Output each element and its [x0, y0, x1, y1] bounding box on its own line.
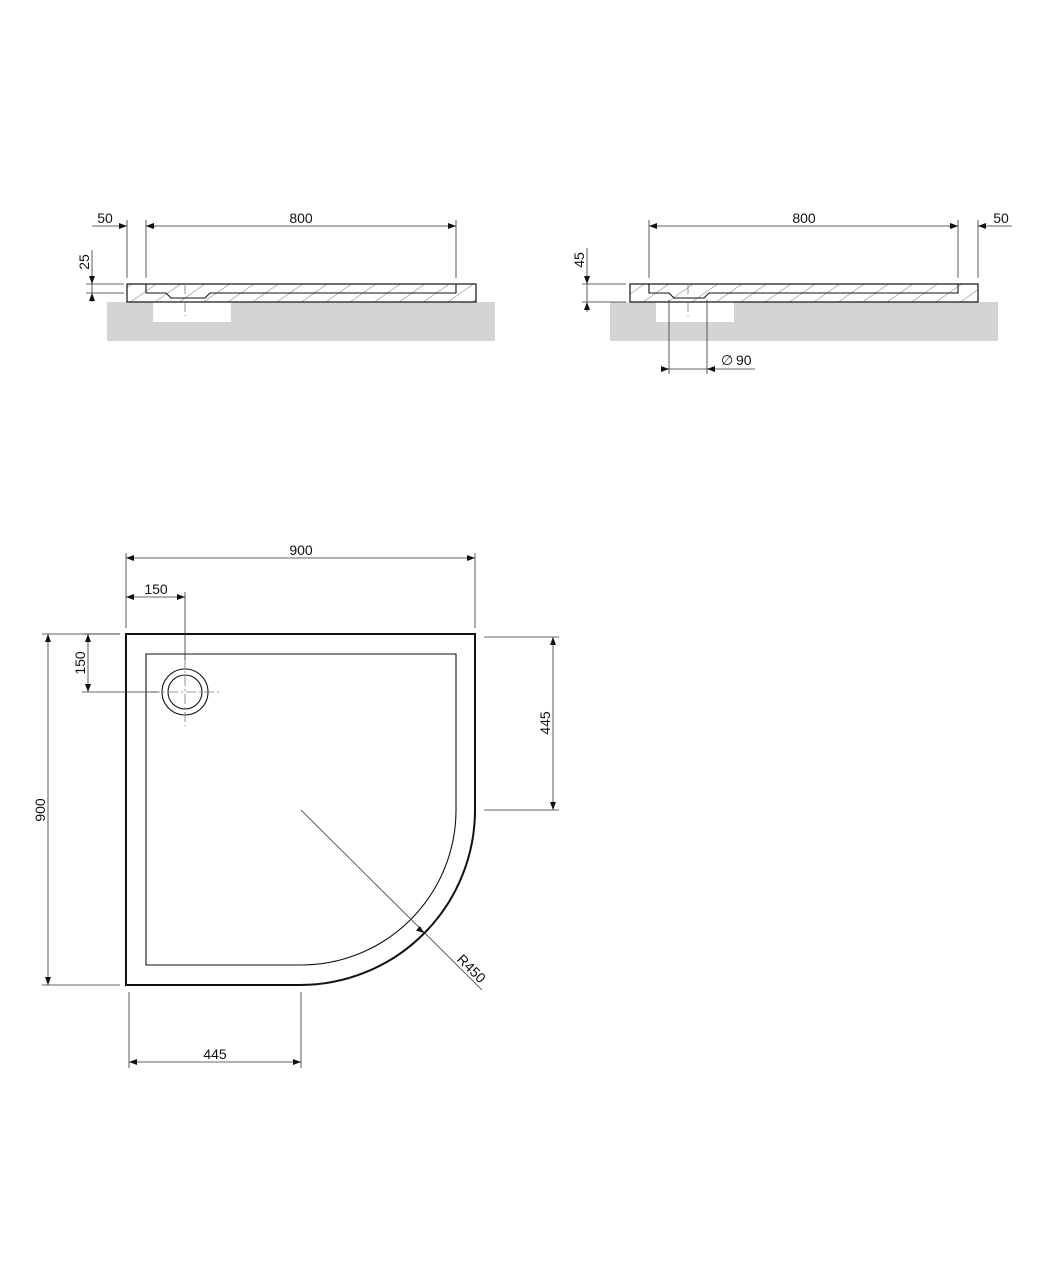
- tray-inner-surface: [648, 283, 959, 299]
- tray-inner-surface: [145, 283, 457, 299]
- rim-label: 50: [993, 210, 1009, 226]
- plan-width-label: 900: [289, 542, 313, 558]
- plan-height-label: 900: [32, 798, 48, 822]
- width-dimension: 800: [649, 210, 958, 229]
- plan-width-dimension: 900: [125, 542, 476, 628]
- width-label: 800: [792, 210, 816, 226]
- side-view-left: 800 50 25: [76, 210, 495, 341]
- rim-dimension: 50: [92, 210, 156, 229]
- drain-y-label: 150: [72, 651, 88, 675]
- width-dimension: 800: [146, 210, 456, 229]
- radius-label: R450: [454, 951, 489, 986]
- drain-recess: [153, 302, 231, 322]
- rim-dimension: 50: [948, 210, 1012, 229]
- drain-dimension: ∅ 90: [661, 300, 755, 374]
- straight-side-dimension: 445: [484, 636, 559, 811]
- rim-label: 50: [97, 210, 113, 226]
- plan-height-dimension: 900: [32, 633, 120, 986]
- width-label: 800: [289, 210, 313, 226]
- drain-recess: [656, 302, 734, 322]
- drain-x-label: 150: [144, 581, 168, 597]
- height-dimension: 45: [571, 248, 626, 312]
- height-label: 45: [571, 252, 587, 268]
- plan-view: 900 150 150 900: [32, 542, 559, 1068]
- drain-y-dimension: 150: [72, 633, 158, 693]
- tray-inner-outline: [145, 653, 457, 966]
- radius-dimension: R450: [300, 809, 489, 991]
- straight-side-label: 445: [537, 711, 553, 735]
- tray-outer-outline: [125, 633, 476, 986]
- height-dimension: 25: [76, 250, 124, 302]
- drain-label: 90: [736, 352, 752, 368]
- drain-circle: [150, 658, 220, 726]
- height-label: 25: [76, 254, 92, 270]
- straight-bottom-dimension: 445: [128, 992, 302, 1068]
- side-view-right: 800 50 45 ∅ 90: [571, 210, 1012, 374]
- drain-x-dimension: 150: [126, 581, 186, 660]
- diameter-symbol: ∅: [721, 352, 733, 368]
- straight-bottom-label: 445: [203, 1046, 227, 1062]
